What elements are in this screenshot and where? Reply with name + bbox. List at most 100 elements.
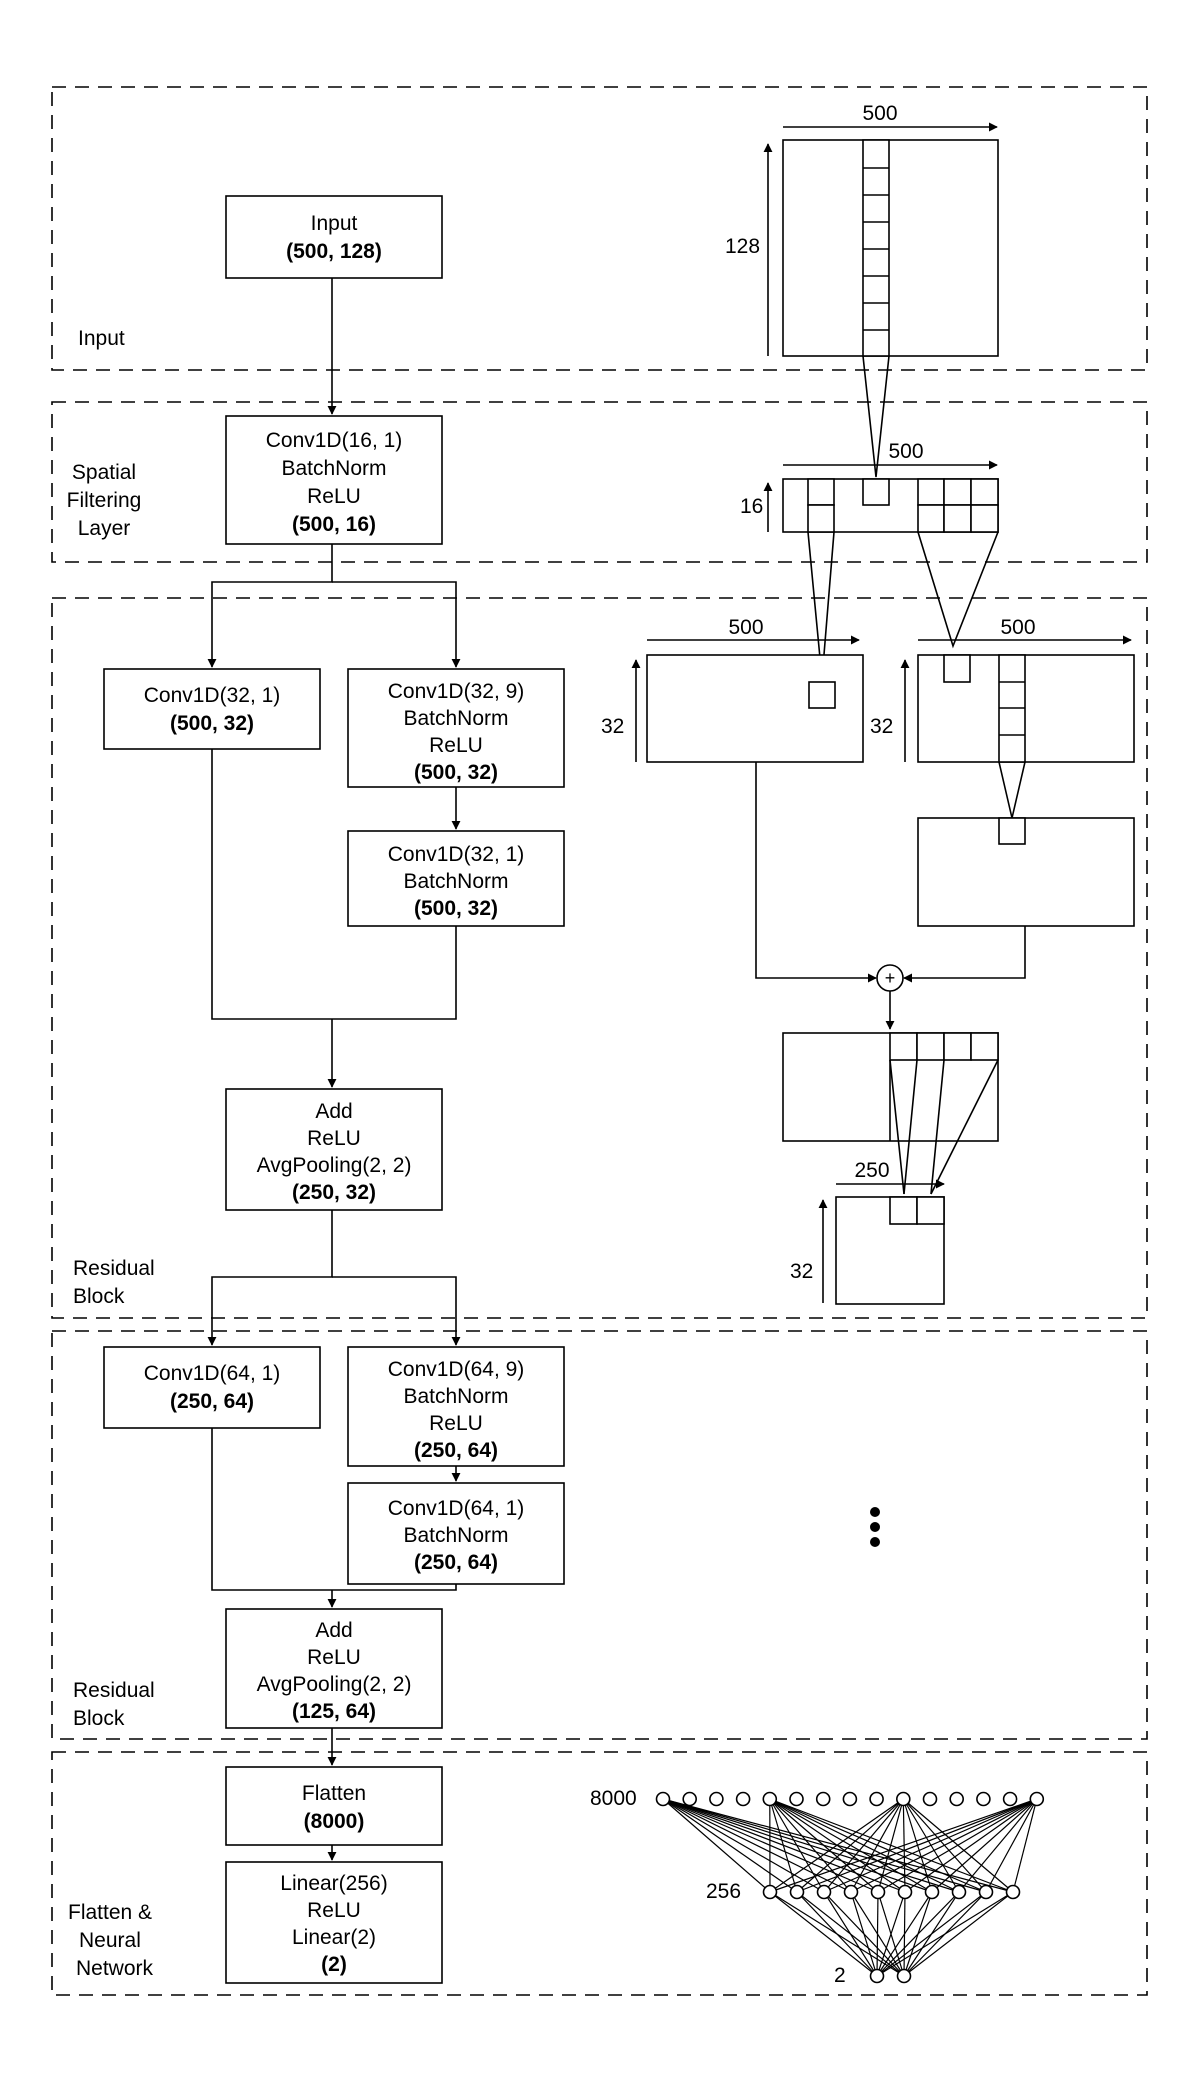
r1-left-width-label: 500 bbox=[728, 616, 763, 639]
svg-text:AvgPooling(2, 2): AvgPooling(2, 2) bbox=[257, 1154, 412, 1177]
section-label-input: Input bbox=[78, 327, 125, 350]
pool-height-label: 32 bbox=[790, 1260, 813, 1283]
svg-text:Add: Add bbox=[315, 1100, 352, 1123]
svg-text:Conv1D(16, 1): Conv1D(16, 1) bbox=[266, 429, 403, 452]
nn-edge bbox=[823, 1891, 878, 1977]
nn-hidden-node bbox=[924, 1884, 940, 1900]
nn-edge bbox=[662, 1798, 771, 1893]
svg-text:Add: Add bbox=[315, 1619, 352, 1642]
nn-input-node bbox=[762, 1791, 778, 1807]
spatial-width-label: 500 bbox=[888, 440, 923, 463]
svg-text:(500, 16): (500, 16) bbox=[292, 513, 376, 536]
flowchart-connectors bbox=[207, 278, 461, 1861]
svg-text:BatchNorm: BatchNorm bbox=[403, 1524, 508, 1547]
nn-input-label: 8000 bbox=[590, 1787, 637, 1810]
svg-text:(250, 64): (250, 64) bbox=[414, 1551, 498, 1574]
nn-edge bbox=[904, 1798, 1038, 1893]
section-label-residual2: Residual Block bbox=[73, 1679, 155, 1730]
svg-text:BatchNorm: BatchNorm bbox=[403, 1385, 508, 1408]
r1-left-tensor-illustration: 500 32 bbox=[601, 616, 864, 763]
nn-edge bbox=[796, 1891, 878, 1977]
section-label-flatten: Flatten & Neural Network bbox=[68, 1901, 154, 1980]
svg-text:(250, 64): (250, 64) bbox=[414, 1439, 498, 1462]
r1-added-cells bbox=[889, 1032, 999, 1141]
svg-text:Flatten: Flatten bbox=[302, 1782, 366, 1805]
nn-edge bbox=[662, 1798, 825, 1893]
svg-text:Conv1D(64, 9): Conv1D(64, 9) bbox=[388, 1358, 525, 1381]
nn-input-node bbox=[655, 1791, 671, 1807]
nn-edge bbox=[876, 1891, 960, 1977]
spatial-proj-right bbox=[917, 531, 999, 649]
nn-edge bbox=[958, 1798, 1038, 1893]
svg-text:(250, 32): (250, 32) bbox=[292, 1181, 376, 1204]
nn-edge bbox=[876, 1891, 933, 1977]
pooling-lines bbox=[889, 1059, 999, 1195]
nn-edge bbox=[931, 1798, 1038, 1893]
nn-nodes bbox=[655, 1791, 1045, 1984]
nn-edge bbox=[769, 1891, 878, 1977]
nn-edge bbox=[662, 1798, 852, 1893]
input-height-label: 128 bbox=[725, 235, 760, 258]
block-r1-conv-a: Conv1D(32, 9) BatchNorm ReLU (500, 32) bbox=[347, 668, 565, 788]
nn-hidden-node bbox=[816, 1884, 832, 1900]
svg-text:Neural: Neural bbox=[79, 1929, 141, 1952]
nn-hidden-node bbox=[897, 1884, 913, 1900]
nn-hidden-node bbox=[789, 1884, 805, 1900]
nn-edge bbox=[903, 1891, 1014, 1977]
nn-input-node bbox=[922, 1791, 938, 1807]
pooled-tensor-illustration: 250 32 bbox=[790, 1159, 945, 1305]
r1-added-tensor-illustration bbox=[782, 1032, 999, 1195]
svg-text:Linear(2): Linear(2) bbox=[292, 1926, 376, 1949]
block-r2-add-pool: Add ReLU AvgPooling(2, 2) (125, 64) bbox=[225, 1608, 443, 1729]
nn-input-node bbox=[709, 1791, 724, 1807]
svg-text:Conv1D(64, 1): Conv1D(64, 1) bbox=[144, 1362, 281, 1385]
nn-edge bbox=[850, 1798, 1038, 1893]
block-linear: Linear(256) ReLU Linear(2) (2) bbox=[225, 1861, 443, 1984]
nn-edge bbox=[850, 1891, 878, 1977]
nn-edge bbox=[876, 1891, 906, 1977]
svg-text:(250, 64): (250, 64) bbox=[170, 1390, 254, 1413]
block-input: Input (500, 128) bbox=[225, 195, 443, 279]
nn-output-label: 2 bbox=[834, 1964, 846, 1987]
nn-edge bbox=[796, 1798, 1038, 1893]
nn-edge bbox=[985, 1798, 1038, 1893]
nn-input-node bbox=[789, 1791, 804, 1807]
nn-edge bbox=[769, 1798, 904, 1893]
pooled-cell-2 bbox=[916, 1196, 945, 1225]
r1-left-kernel-cell bbox=[808, 681, 836, 709]
nn-input-node bbox=[815, 1791, 831, 1807]
block-r2-conv-a: Conv1D(64, 9) BatchNorm ReLU (250, 64) bbox=[347, 1346, 565, 1467]
nn-input-node bbox=[976, 1791, 991, 1807]
nn-input-node bbox=[949, 1791, 965, 1807]
svg-text:ReLU: ReLU bbox=[307, 485, 361, 508]
block-spatial-filter: Conv1D(16, 1) BatchNorm ReLU (500, 16) bbox=[225, 415, 443, 545]
spatial-tensor-illustration: 500 16 bbox=[740, 440, 999, 680]
svg-text:Block: Block bbox=[73, 1707, 125, 1730]
neural-network-illustration: 8000 256 2 bbox=[590, 1787, 1045, 1987]
svg-text:ReLU: ReLU bbox=[429, 1412, 483, 1435]
r1-left-height-label: 32 bbox=[601, 715, 624, 738]
svg-text:(2): (2) bbox=[321, 1953, 347, 1976]
svg-text:(500, 128): (500, 128) bbox=[286, 240, 382, 263]
nn-input-node bbox=[1002, 1791, 1018, 1807]
block-flatten: Flatten (8000) bbox=[225, 1766, 443, 1846]
spatial-height-label: 16 bbox=[740, 495, 763, 518]
svg-text:Conv1D(32, 9): Conv1D(32, 9) bbox=[388, 680, 525, 703]
r1-right-height-label: 32 bbox=[870, 715, 893, 738]
r1-right-projection-lines bbox=[998, 761, 1026, 819]
r1-conv-output-box bbox=[917, 817, 1135, 927]
svg-text:Flatten &: Flatten & bbox=[68, 1901, 152, 1924]
svg-text:BatchNorm: BatchNorm bbox=[403, 870, 508, 893]
r1-conv-output-cell bbox=[998, 817, 1026, 845]
r1-right-tensor-illustration: 500 32 bbox=[870, 616, 1135, 819]
svg-text:Conv1D(64, 1): Conv1D(64, 1) bbox=[388, 1497, 525, 1520]
svg-text:Layer: Layer bbox=[78, 517, 131, 540]
nn-hidden-node bbox=[1005, 1884, 1021, 1900]
svg-text:(500, 32): (500, 32) bbox=[414, 897, 498, 920]
section-label-spatial: Spatial Filtering Layer bbox=[67, 461, 142, 540]
add-symbol: + bbox=[885, 968, 896, 988]
nn-edge bbox=[662, 1798, 798, 1893]
nn-edge bbox=[876, 1891, 1014, 1977]
nn-edge bbox=[662, 1798, 879, 1893]
svg-text:(500, 32): (500, 32) bbox=[414, 761, 498, 784]
